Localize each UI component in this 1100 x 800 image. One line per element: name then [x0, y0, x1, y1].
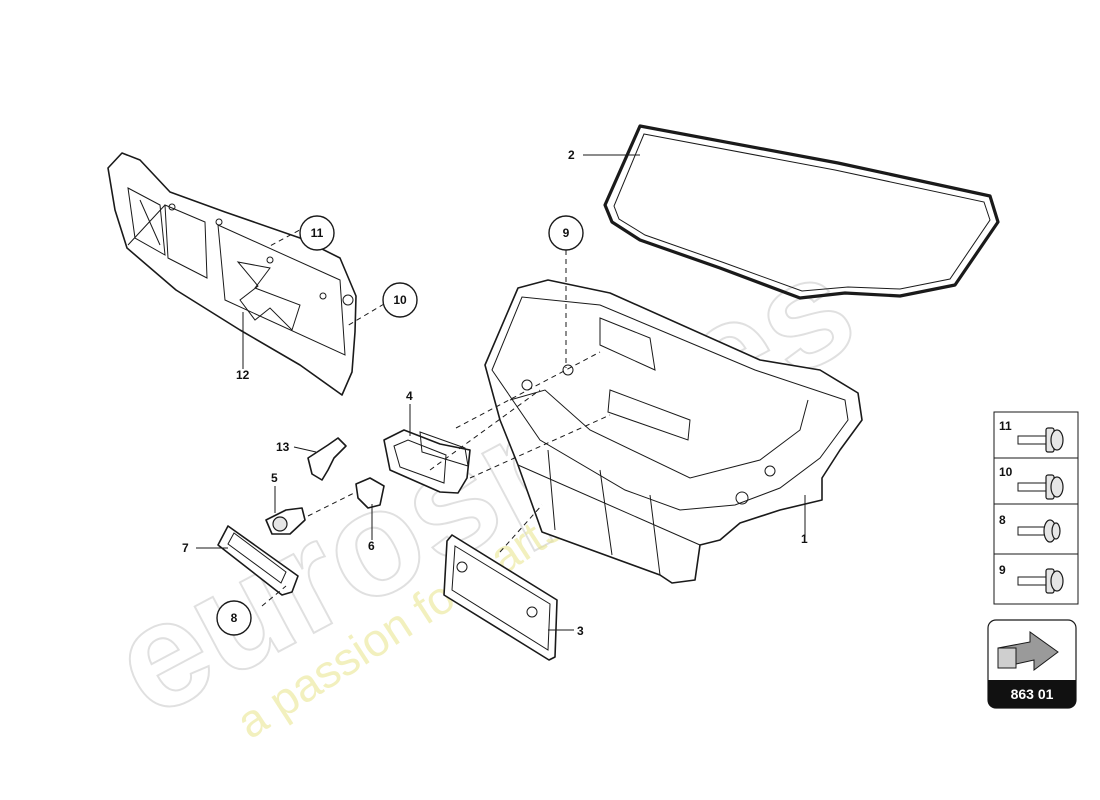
part-2-seal: [603, 124, 1000, 300]
callout-7: 7: [182, 541, 189, 555]
part-6-clip: [355, 477, 385, 509]
callout-1: 1: [801, 532, 808, 546]
callout-6: 6: [368, 539, 375, 553]
legend-label-11: 11: [999, 419, 1012, 433]
circled-callouts: 11 10 9 8: [216, 215, 584, 636]
callout-11: 11: [311, 226, 324, 240]
callout-12: 12: [236, 368, 250, 382]
part-1-trunk-tub: [484, 279, 863, 584]
callout-9: 9: [563, 226, 570, 240]
callout-3: 3: [577, 624, 584, 638]
callout-circle-8: [216, 600, 252, 636]
fastener-legend: 11 10 8 9: [993, 411, 1079, 605]
part-5-lock: [265, 507, 306, 535]
part-12-panel: [107, 152, 357, 396]
callout-numbers: 1 2 3 4 5 6 7 12 13: [182, 148, 808, 638]
legend-label-8: 8: [999, 513, 1006, 527]
reference-code: 863 01: [1011, 686, 1054, 702]
callout-2: 2: [568, 148, 575, 162]
assembly-lines: [261, 225, 611, 607]
part-3-cover-plate: [443, 534, 558, 661]
bolt-icon: [1017, 427, 1064, 453]
legend-label-10: 10: [999, 465, 1013, 479]
part-7-bezel: [217, 525, 299, 596]
callout-10: 10: [393, 293, 407, 307]
legend-row-10: [993, 457, 1079, 505]
callout-8: 8: [231, 611, 238, 625]
callout-13: 13: [276, 440, 290, 454]
callout-4: 4: [406, 389, 413, 403]
legend-label-9: 9: [999, 563, 1006, 577]
callout-circle-9: [548, 215, 584, 251]
leader-lines: [196, 154, 806, 631]
part-4-housing: [383, 429, 471, 494]
arrow-icon: [997, 631, 1059, 671]
callout-5: 5: [271, 471, 278, 485]
callout-circle-11: [299, 215, 335, 251]
legend-row-9: [993, 553, 1079, 605]
callout-circle-10: [382, 282, 418, 318]
bolt-icon: [1017, 474, 1064, 500]
reference-badge: 863 01: [987, 619, 1077, 709]
bolt-icon: [1017, 568, 1064, 594]
legend-row-11: [993, 411, 1079, 459]
bolt-icon: [1017, 519, 1061, 543]
legend-row-8: [993, 503, 1079, 555]
part-13-lever: [307, 437, 347, 481]
